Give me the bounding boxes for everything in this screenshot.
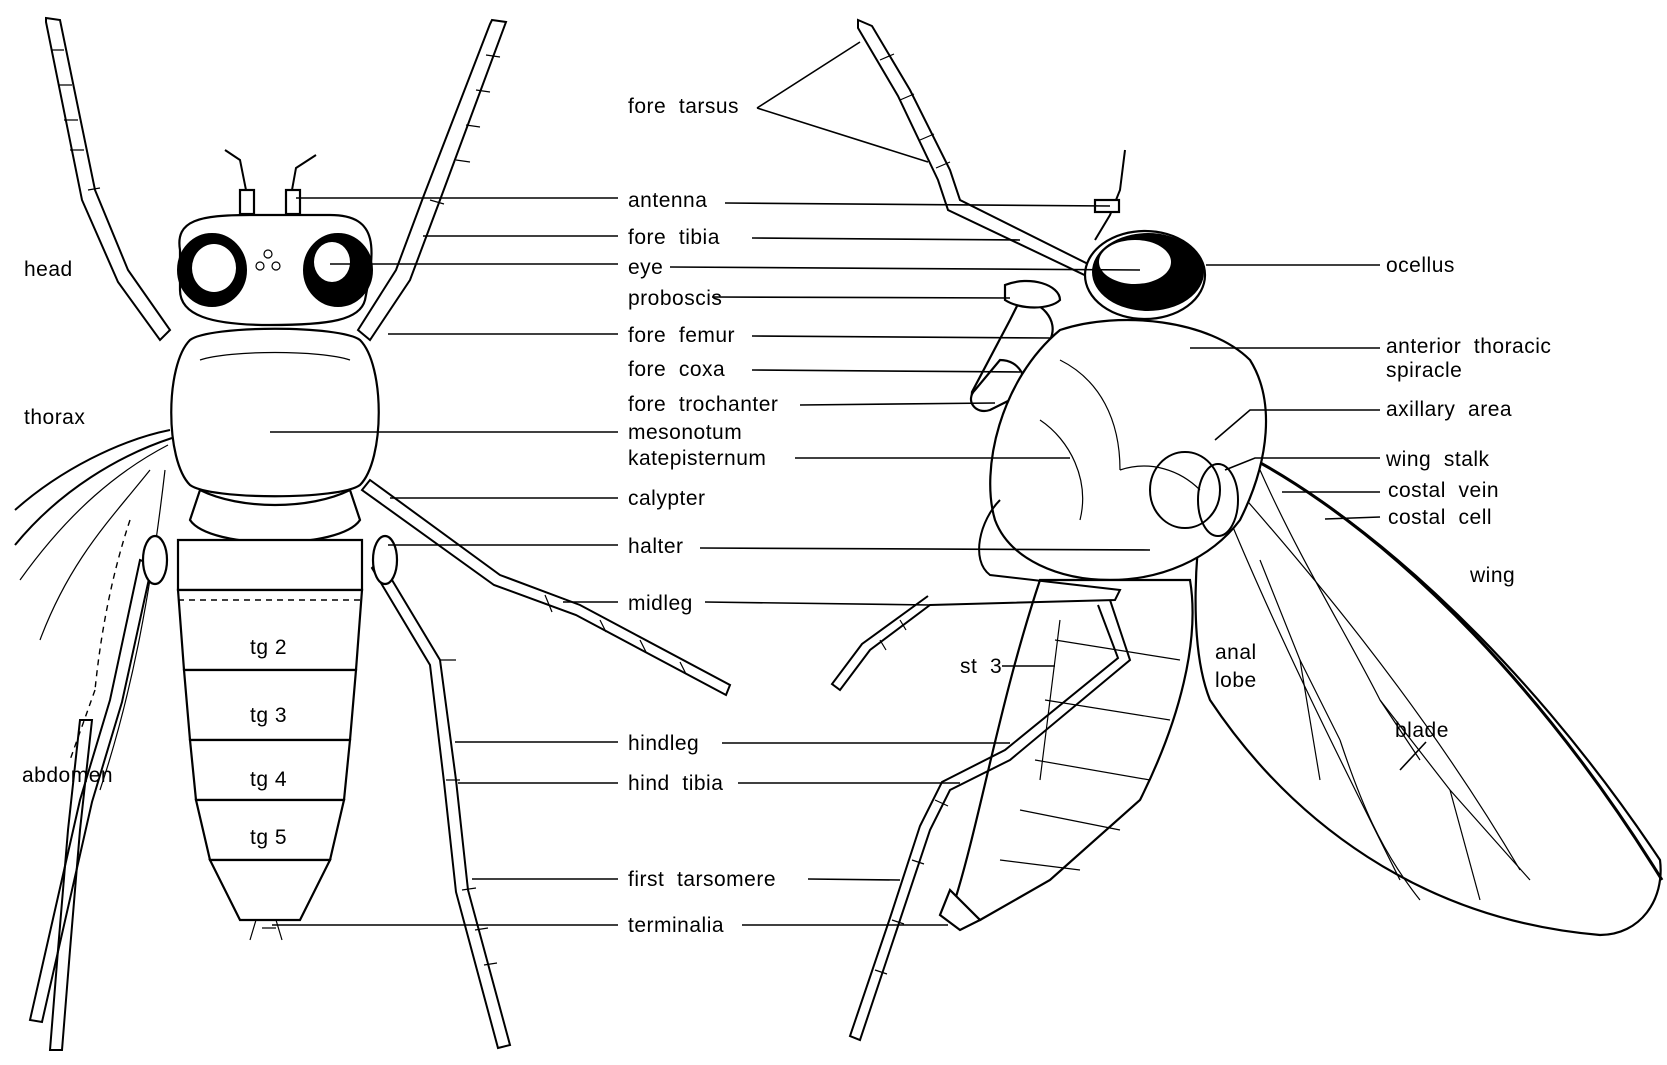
label-eye: eye: [628, 256, 663, 279]
label-midleg: midleg: [628, 592, 693, 615]
fly-dorsal-view-illustration: [15, 18, 730, 1050]
lateral-abdomen-drawing: [940, 580, 1193, 930]
label-head: head: [24, 258, 73, 281]
fly-lateral-view-illustration: [832, 20, 1662, 1040]
right-hindleg-drawing: [372, 560, 510, 1048]
label-anal: anal: [1215, 641, 1257, 664]
label-wing: wing: [1469, 564, 1515, 587]
label-wing-stalk: wing stalk: [1385, 448, 1490, 471]
label-katepisternum: katepisternum: [628, 447, 766, 470]
dorsal-head-drawing: [178, 150, 372, 325]
label-tg2: tg 2: [250, 636, 287, 659]
lateral-head-drawing: [1005, 150, 1205, 319]
label-fore-coxa: fore coxa: [628, 358, 725, 381]
left-midleg-drawing: [30, 560, 152, 1022]
dorsal-abdomen-drawing: [178, 540, 362, 940]
label-axillary-area: axillary area: [1386, 398, 1512, 421]
label-mesonotum: mesonotum: [628, 421, 742, 444]
label-hindleg: hindleg: [628, 732, 699, 755]
label-lobe: lobe: [1215, 669, 1257, 692]
label-antenna: antenna: [628, 189, 707, 212]
label-first-tarsomere: first tarsomere: [628, 868, 776, 891]
label-abdomen: abdomen: [22, 764, 113, 787]
label-spiracle: spiracle: [1386, 359, 1462, 382]
label-tg5: tg 5: [250, 826, 287, 849]
label-calypter: calypter: [628, 487, 706, 510]
label-tg3: tg 3: [250, 704, 287, 727]
left-wing-drawing: [15, 430, 172, 790]
left-foreleg-drawing: [46, 18, 170, 340]
label-ocellus: ocellus: [1386, 254, 1455, 277]
label-halter: halter: [628, 535, 684, 558]
label-anterior-thoracic: anterior thoracic: [1386, 335, 1551, 358]
label-fore-tarsus: fore tarsus: [628, 95, 739, 118]
right-midleg-drawing: [362, 480, 730, 695]
label-fore-femur: fore femur: [628, 324, 735, 347]
label-costal-cell: costal cell: [1388, 506, 1492, 529]
right-foreleg-drawing: [358, 20, 506, 340]
label-fore-trochanter: fore trochanter: [628, 393, 778, 416]
label-terminalia: terminalia: [628, 914, 724, 937]
label-thorax: thorax: [24, 406, 85, 429]
label-tg4: tg 4: [250, 768, 287, 791]
label-fore-tibia: fore tibia: [628, 226, 720, 249]
label-proboscis: proboscis: [628, 287, 722, 310]
label-costal-vein: costal vein: [1388, 479, 1499, 502]
label-blade: blade: [1395, 719, 1449, 742]
label-st3: st 3: [960, 655, 1002, 678]
label-hind-tibia: hind tibia: [628, 772, 723, 795]
